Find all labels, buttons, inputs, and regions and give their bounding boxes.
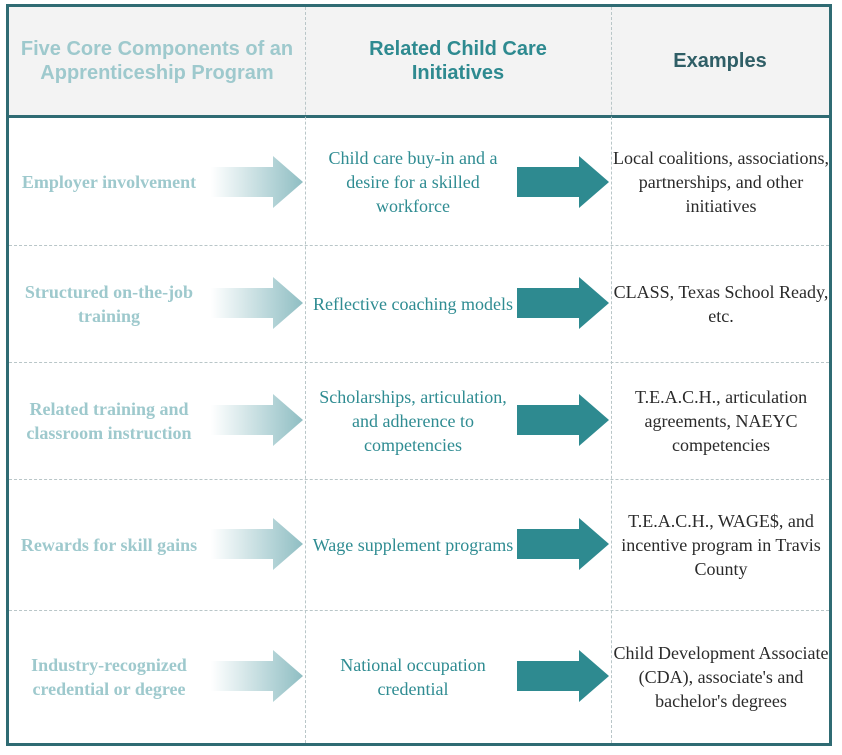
initiative-cell: Scholarships, articulation, and adherenc… xyxy=(319,386,507,455)
example-cell: Child Development Associate (CDA), assoc… xyxy=(613,642,829,711)
gradient-arrow xyxy=(211,277,303,329)
gradient-arrow xyxy=(211,394,303,446)
solid-arrow xyxy=(517,518,609,570)
table-header: Five Core Components of an Apprenticeshi… xyxy=(9,7,829,118)
column-divider xyxy=(305,7,306,743)
row-divider xyxy=(9,479,829,480)
component-cell: Structured on-the-job training xyxy=(24,281,194,326)
initiative-cell: National occupation credential xyxy=(340,654,486,699)
component-cell: Industry-recognized credential or degree xyxy=(31,654,187,699)
gradient-arrow xyxy=(211,650,303,702)
solid-arrow xyxy=(517,277,609,329)
row-divider xyxy=(9,245,829,246)
component-cell: Related training and classroom instructi… xyxy=(26,398,192,443)
initiative-cell: Wage supplement programs xyxy=(312,534,514,555)
component-cell: Employer involvement xyxy=(21,171,197,192)
solid-arrow xyxy=(517,156,609,208)
header-examples: Examples xyxy=(673,49,767,72)
example-cell: T.E.A.C.H., WAGE$, and incentive program… xyxy=(621,510,821,579)
table-row: Industry-recognized credential or degree… xyxy=(9,610,829,743)
example-cell: CLASS, Texas School Ready, etc. xyxy=(613,281,829,326)
initiative-cell: Child care buy-in and a desire for a ski… xyxy=(328,147,498,216)
example-cell: T.E.A.C.H., articulation agreements, NAE… xyxy=(634,386,808,455)
table-row: Employer involvement Child care buy-in a… xyxy=(9,118,829,245)
solid-arrow xyxy=(517,394,609,446)
gradient-arrow xyxy=(211,156,303,208)
initiative-cell: Reflective coaching models xyxy=(313,293,513,314)
solid-arrow xyxy=(517,650,609,702)
arrows-layer xyxy=(211,156,609,702)
apprenticeship-table: Five Core Components of an Apprenticeshi… xyxy=(6,4,832,746)
row-divider xyxy=(9,610,829,611)
table-row: Related training and classroom instructi… xyxy=(9,362,829,479)
example-cell: Local coalitions, associations, partners… xyxy=(613,147,829,216)
gradient-arrow xyxy=(211,518,303,570)
table-row: Rewards for skill gains Wage supplement … xyxy=(9,479,829,610)
header-core-components: Five Core Components of an Apprenticeshi… xyxy=(20,38,294,84)
component-cell: Rewards for skill gains xyxy=(20,534,198,555)
row-divider xyxy=(9,362,829,363)
header-related-initiatives: Related Child Care Initiatives xyxy=(369,38,547,84)
column-divider xyxy=(611,7,612,743)
table-row: Structured on-the-job training Reflectiv… xyxy=(9,245,829,362)
